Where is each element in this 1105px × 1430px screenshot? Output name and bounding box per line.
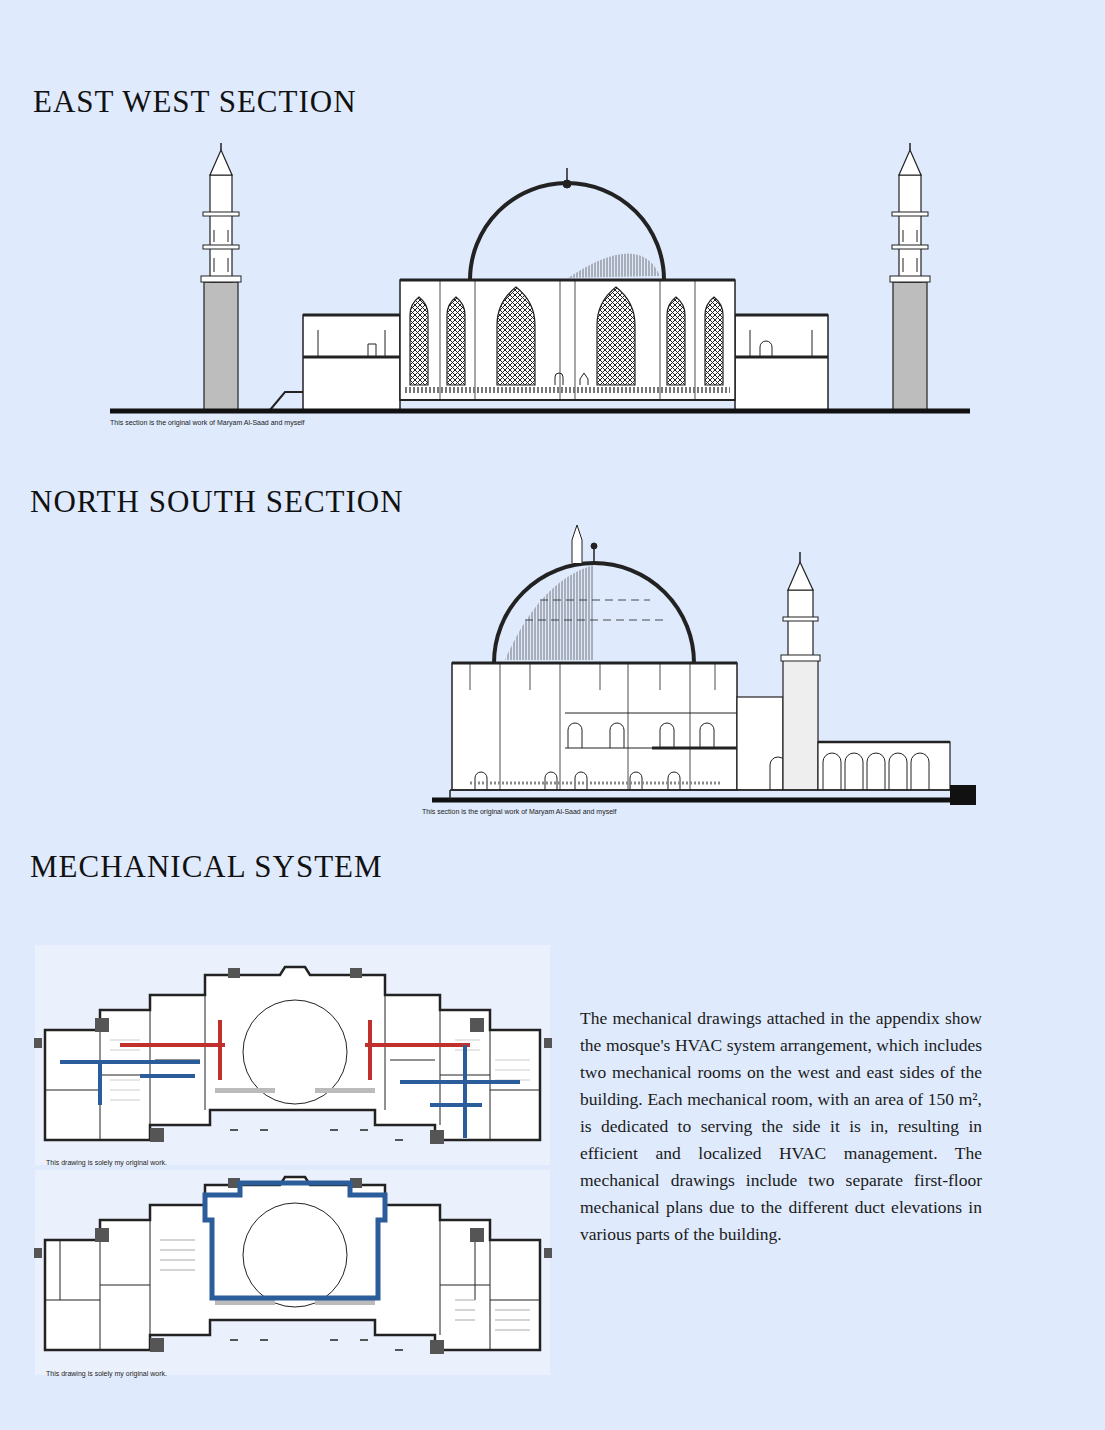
description-paragraph: The mechanical drawings attached in the … <box>580 1005 982 1248</box>
section-heading: EAST WEST SECTION <box>33 84 357 120</box>
credit-note: This drawing is solely my original work. <box>46 1370 167 1377</box>
mechanical-plan <box>34 945 552 1165</box>
credit-note: This drawing is solely my original work. <box>46 1159 167 1166</box>
section-heading: NORTH SOUTH SECTION <box>30 484 404 520</box>
credit-note: This section is the original work of Mar… <box>110 419 305 426</box>
section-heading: MECHANICAL SYSTEM <box>30 849 383 885</box>
mechanical-plan <box>34 1170 552 1375</box>
credit-note: This section is the original work of Mar… <box>422 808 617 815</box>
north-south-section <box>432 525 976 805</box>
east-west-section <box>110 143 970 411</box>
